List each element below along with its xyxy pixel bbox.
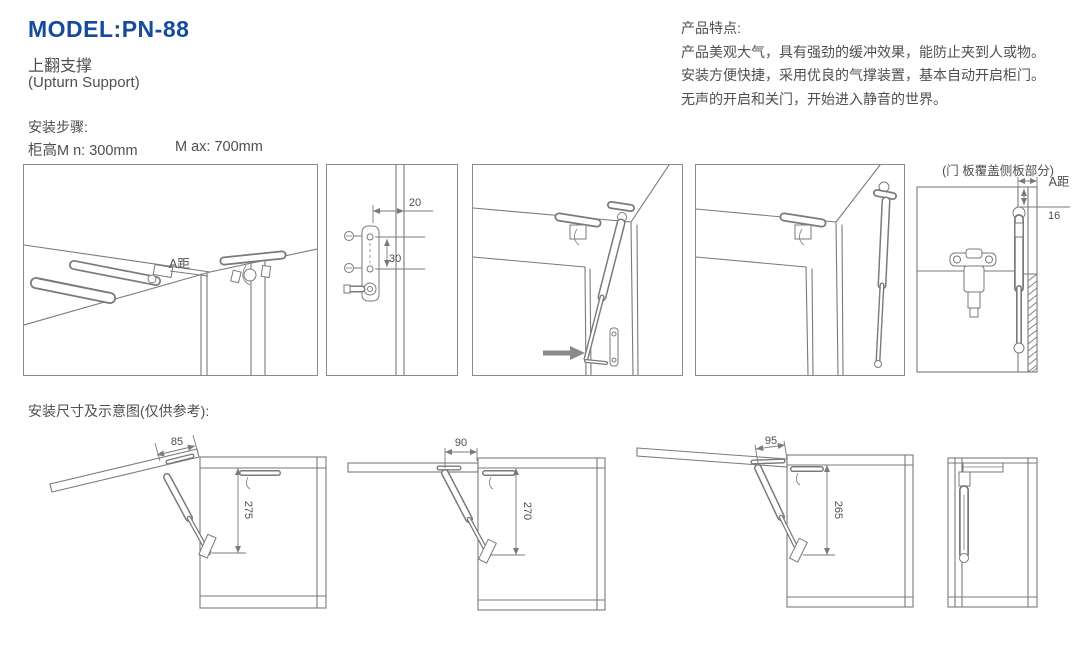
hinge-front <box>949 248 997 318</box>
side-panel-edge <box>395 165 405 375</box>
dimension-diagram-3-svg: 95 265 <box>636 435 914 608</box>
top-offset-dim: 16 <box>1019 189 1070 222</box>
gas-strut <box>874 196 891 368</box>
height-label: 275 <box>242 501 254 519</box>
step-5-diagram: (门 板覆盖侧板部分) A距 16 <box>916 163 1070 373</box>
height-label: 265 <box>832 501 844 519</box>
cabinet-corner-perspective <box>696 165 881 375</box>
screws <box>344 231 362 273</box>
height-label: 270 <box>521 502 533 520</box>
height-dim: 265 <box>803 465 844 556</box>
cabinet-box <box>477 457 606 611</box>
overhang-dim: 85 <box>154 435 199 462</box>
step-4-panel <box>695 164 905 376</box>
edge-offset-dim: 20 <box>372 197 433 223</box>
gas-strut <box>441 469 497 564</box>
side-panel-hatch <box>1027 273 1038 373</box>
step-1-diagram: A距 <box>24 244 317 375</box>
support-arm-folded <box>30 260 174 304</box>
cabinet-height-max: M ax: 700mm <box>175 139 263 155</box>
step-5-panel: (门 板覆盖侧板部分) A距 16 <box>912 163 1085 380</box>
cabinet-top-perspective <box>24 244 317 375</box>
height-dim: 270 <box>491 468 533 556</box>
step-1-panel: A距 <box>23 164 318 376</box>
a-distance-label: A距 <box>1049 175 1070 189</box>
overhang-dim: 90 <box>444 437 478 468</box>
mounting-plate <box>343 225 380 302</box>
gas-strut-front <box>1012 206 1026 354</box>
gas-strut <box>163 473 217 559</box>
gas-strut <box>754 464 808 563</box>
feature-line-2: 安装方便快捷，采用优良的气撑装置，基本自动开启柜门。 <box>681 67 1045 83</box>
top-bracket <box>239 470 281 490</box>
step-4-diagram <box>696 165 897 375</box>
dimension-diagram-4 <box>945 450 1045 610</box>
edge-offset-label: 20 <box>409 197 421 209</box>
height-dim: 275 <box>212 468 254 554</box>
ceiling-bracket <box>779 212 827 246</box>
cabinet-box <box>199 456 327 609</box>
top-offset-label: 16 <box>1048 210 1060 222</box>
dimension-diagram-1-svg: 85 275 <box>49 435 327 609</box>
a-distance-dim: A距 <box>169 257 209 277</box>
feature-line-3: 无声的开启和关门，开始进入静音的世界。 <box>681 90 947 107</box>
dimension-diagram-2-svg: 90 270 <box>347 437 606 611</box>
features-title: 产品特点: <box>681 20 741 36</box>
insert-arrow <box>543 346 585 360</box>
top-bracket <box>482 470 516 490</box>
product-name-en: (Upturn Support) <box>28 74 140 91</box>
page-title: MODEL:PN-88 <box>28 16 190 42</box>
top-mount-bracket <box>219 250 287 286</box>
cabinet-corner-perspective <box>473 165 670 375</box>
install-steps-title: 安装步骤: <box>28 119 88 135</box>
overhang-dim: 95 <box>754 435 788 464</box>
step-3-panel <box>472 164 683 376</box>
dimension-diagram-1: 85 275 <box>40 435 340 615</box>
a-distance-dim: A距 <box>1017 175 1070 193</box>
gas-strut <box>583 218 626 365</box>
a-distance-label: A距 <box>169 257 190 271</box>
dimension-diagram-3: 95 265 <box>625 435 920 615</box>
product-features: 产品特点: 产品美观大气，具有强劲的缓冲效果，能防止夹到人或物。 安装方便快捷，… <box>681 17 1081 111</box>
cabinet-box <box>786 454 914 608</box>
ceiling-bracket <box>554 212 602 246</box>
gas-strut-folded <box>958 471 971 563</box>
side-mount-plate <box>609 327 619 367</box>
open-door <box>347 462 479 473</box>
open-door <box>636 447 788 468</box>
step-2-panel: 20 30 <box>326 164 458 376</box>
top-bracket <box>962 462 1004 473</box>
product-name-cn: 上翻支撑 <box>28 58 93 75</box>
step-2-diagram: 20 30 <box>343 165 433 375</box>
overhang-label: 95 <box>765 435 777 447</box>
door-overlay-caption: (门 板覆盖侧板部分) <box>942 163 1054 178</box>
dimension-diagram-2: 90 270 <box>345 435 625 615</box>
feature-line-1: 产品美观大气，具有强劲的缓冲效果，能防止夹到人或物。 <box>681 43 1045 60</box>
hole-spacing-dim: 30 <box>375 236 425 270</box>
top-bracket <box>790 466 824 486</box>
overhang-label: 90 <box>455 437 467 449</box>
hole-spacing-label: 30 <box>389 253 401 265</box>
overhang-label: 85 <box>171 436 183 448</box>
cabinet-height-min: 柜高M n: 300mm <box>28 143 138 159</box>
dimension-section-title: 安装尺寸及示意图(仅供参考): <box>28 403 210 419</box>
step-3-diagram <box>473 165 670 375</box>
open-door <box>49 448 200 493</box>
dimension-diagram-4-svg <box>947 457 1038 608</box>
strut-top-bracket <box>873 181 897 200</box>
